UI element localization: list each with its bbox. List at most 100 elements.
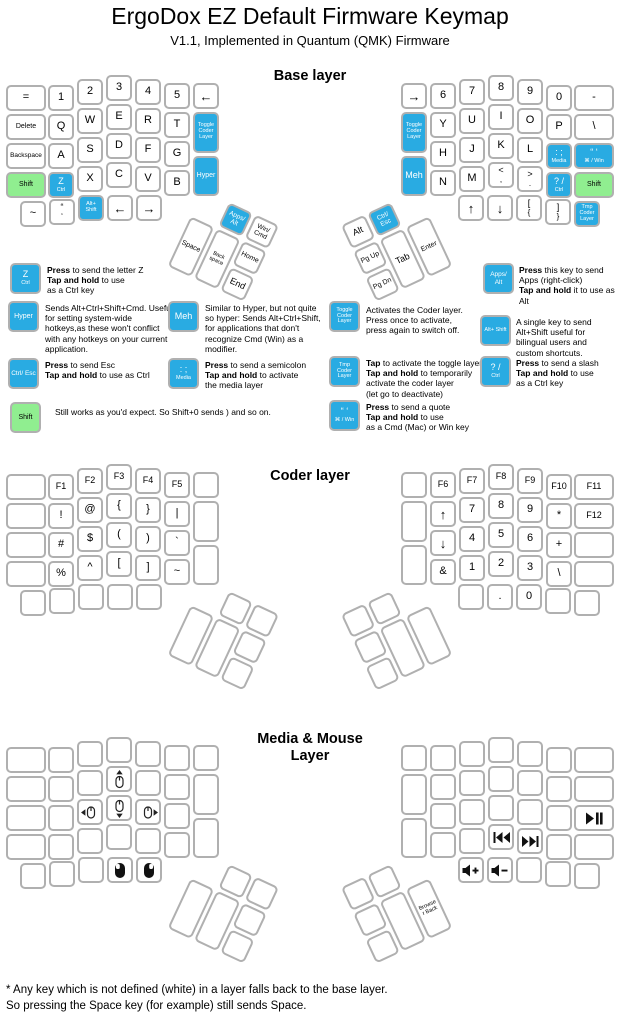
- key-label: [: [527, 197, 531, 208]
- key-t: T: [164, 112, 190, 138]
- key-0: 0: [546, 85, 572, 111]
- key-alt-shift: Alt+ Shift: [78, 195, 104, 221]
- key-sym: #: [48, 532, 74, 558]
- key-shift: Shift: [10, 402, 41, 433]
- key-label: K: [497, 139, 505, 152]
- key-arrow-right: →: [401, 83, 427, 109]
- key-sublabel: .: [528, 179, 532, 189]
- key-f5: F5: [164, 472, 190, 498]
- key-sym: \: [546, 561, 572, 587]
- key-blank: [488, 737, 514, 763]
- key-a: A: [48, 143, 74, 169]
- key-next-track: [517, 828, 543, 854]
- key-blank: [164, 774, 190, 800]
- key-sublabel: ‘: [61, 212, 63, 222]
- key-label: F10: [551, 481, 567, 492]
- key-label: “ ‘: [340, 406, 349, 417]
- key-label: Hyper: [14, 312, 33, 320]
- key-blank: [459, 741, 485, 767]
- footnote: * Any key which is not defined (white) i…: [6, 983, 388, 1014]
- key-label: Space: [180, 239, 202, 254]
- key-vol-down: [487, 857, 513, 883]
- legend-text: A single key to send Alt+Shift useful fo…: [516, 317, 592, 358]
- media-layer-heading: Media & Mouse Layer: [257, 731, 363, 764]
- key-label: 1: [57, 91, 65, 104]
- key-f9: F9: [517, 468, 543, 494]
- key-blank: [48, 805, 74, 831]
- key-label: “: [60, 201, 64, 212]
- key-sublabel: }: [556, 212, 560, 222]
- arrow-down-icon: ↓: [439, 535, 447, 551]
- key-shift: Shift: [574, 172, 614, 198]
- key-blank: [488, 766, 514, 792]
- key-sym: .: [487, 584, 513, 610]
- key-6: 6: [430, 83, 456, 109]
- key-sym: %: [48, 561, 74, 587]
- key-label: Pg Up: [359, 250, 381, 266]
- key-label: 3: [115, 81, 123, 94]
- key-label: !: [59, 509, 63, 522]
- key-blank: [107, 584, 133, 610]
- key-label: Meh: [405, 169, 423, 180]
- key-sym: {: [106, 493, 132, 519]
- key-blank: [574, 561, 614, 587]
- key-5: 5: [488, 522, 514, 548]
- key-label: Tmp Coder Layer: [337, 361, 352, 380]
- key-blank: [574, 834, 614, 860]
- key-sym: : ;Media: [168, 358, 199, 389]
- key-f1: F1: [48, 474, 74, 500]
- arrow-up-icon: ↑: [439, 506, 447, 522]
- key-label: End: [228, 275, 248, 292]
- key-blank: [164, 745, 190, 771]
- key-label: +: [555, 538, 563, 551]
- key-blank: [546, 805, 572, 831]
- key-toggle-coder-layer: Toggle Coder Layer: [193, 112, 219, 153]
- key-sym: ? /Ctrl: [546, 172, 572, 198]
- key-mouse-btn2: [136, 857, 162, 883]
- key-mouse-right: [135, 799, 161, 825]
- key-mouse-up: [106, 766, 132, 792]
- key-blank: [6, 747, 46, 773]
- key-label: 7: [468, 503, 476, 516]
- key-label: C: [115, 168, 123, 181]
- arrow-down-icon: ↓: [496, 200, 504, 216]
- key-blank: [20, 863, 46, 889]
- mouse-right-icon: [143, 805, 158, 819]
- key-sym: +: [546, 532, 572, 558]
- key-sym: `: [164, 530, 190, 556]
- key-p: P: [546, 114, 572, 140]
- key-arrow-up: ↑: [458, 195, 484, 221]
- thumb-cluster-left: [167, 852, 280, 964]
- key-label: Toggle Coder Layer: [405, 122, 423, 141]
- key-label: M: [467, 172, 477, 185]
- volume-up-icon: [462, 864, 479, 876]
- key-label: ~: [29, 207, 37, 220]
- key-label: F4: [142, 475, 154, 486]
- key-sym: >.: [517, 166, 543, 192]
- key-hyper: Hyper: [193, 155, 219, 196]
- arrow-left-icon: ←: [199, 88, 213, 104]
- key-delete: Delete: [6, 114, 46, 140]
- mouse-down-icon: [114, 799, 124, 818]
- key-label: ]: [556, 201, 560, 212]
- key-label: F12: [586, 510, 602, 521]
- key-blank: [6, 834, 46, 860]
- key-9: 9: [517, 79, 543, 105]
- key-b: B: [164, 170, 190, 196]
- key-meh: Meh: [401, 155, 427, 196]
- key-4: 4: [135, 79, 161, 105]
- key-sym: : ;Media: [546, 143, 572, 169]
- key-label: ~: [173, 565, 181, 578]
- key-blank: [401, 472, 427, 498]
- key-sym: ^: [77, 555, 103, 581]
- key-label: T: [173, 118, 181, 131]
- key-blank: [193, 501, 219, 542]
- key-sublabel: Media: [551, 157, 567, 164]
- key-label: F5: [171, 479, 183, 490]
